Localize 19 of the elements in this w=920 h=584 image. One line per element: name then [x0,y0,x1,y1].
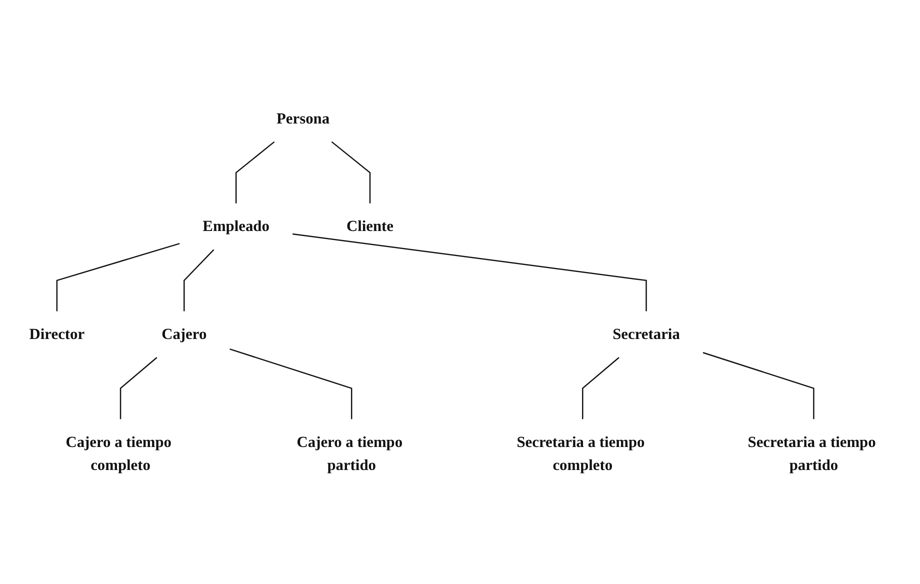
node-text: Secretaria [612,326,680,343]
node-text: Cajero a tiempo completo [66,434,172,474]
connector [56,242,180,312]
node-text: Secretaria a tiempo partido [748,434,876,474]
connector [702,352,814,420]
node-text: Cajero [162,326,207,343]
connector [582,357,620,420]
node-text: Empleado [202,218,270,236]
connector [235,141,275,204]
node-text: Secretaria a tiempo completo [516,434,645,474]
connector [184,249,214,312]
node-text: Persona [276,110,330,128]
connector [230,348,352,420]
connector [120,357,158,420]
connector [331,141,371,204]
node-text: Cliente [346,218,394,236]
node-text: Cajero a tiempo partido [296,434,403,474]
connector [292,233,647,312]
node-text: Director [29,326,85,343]
